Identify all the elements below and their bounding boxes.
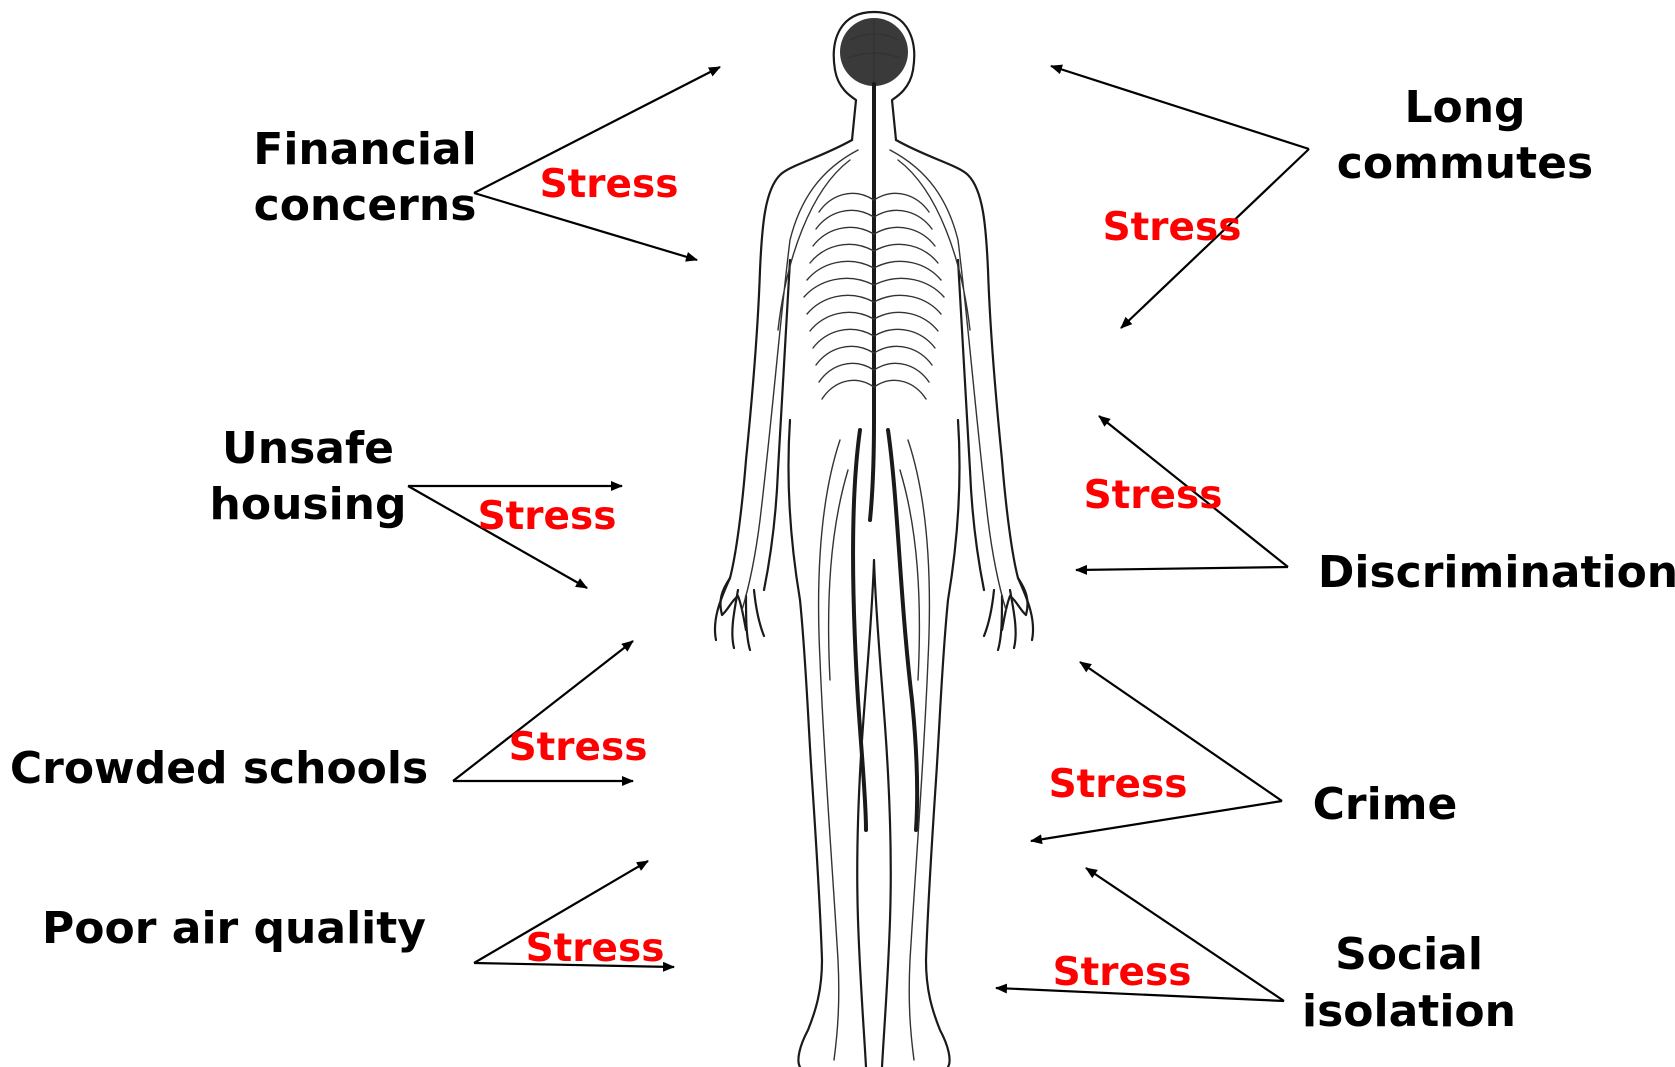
label-isolation-line2: isolation xyxy=(1302,986,1516,1037)
label-financial-line1: Financial xyxy=(253,124,476,175)
rib-nerve xyxy=(874,193,929,212)
human-nervous-system-figure xyxy=(715,12,1033,1067)
label-crowded-schools: Crowded schools xyxy=(10,743,428,794)
rib-nerve xyxy=(819,363,874,382)
rib-nerve xyxy=(810,244,874,263)
label-commutes-line2: commutes xyxy=(1337,138,1593,189)
rib-nerve xyxy=(874,244,938,263)
rib-nerve xyxy=(874,363,929,382)
stress-label-financial: Stress xyxy=(540,162,679,207)
rib-nerve xyxy=(807,295,874,314)
rib-nerve xyxy=(874,227,935,246)
rib-nerve xyxy=(874,346,932,365)
rib-nerve xyxy=(874,312,938,331)
legs-outline xyxy=(788,420,959,1067)
label-housing-line2: housing xyxy=(210,479,407,530)
stress-label-air: Stress xyxy=(526,926,665,971)
rib-nerve xyxy=(807,261,874,280)
rib-nerve xyxy=(874,261,941,280)
rib-nerve xyxy=(816,210,874,229)
label-discrimination: Discrimination xyxy=(1318,547,1675,598)
stress-label-commutes: Stress xyxy=(1103,205,1242,250)
label-isolation-line1: Social xyxy=(1335,929,1483,980)
stress-label-housing: Stress xyxy=(478,494,617,539)
rib-nerve xyxy=(813,227,874,246)
rib-nerve xyxy=(874,295,941,314)
label-financial-line2: concerns xyxy=(254,180,477,231)
stress-labels: Stress Stress Stress Stress Stress Stres… xyxy=(478,162,1242,995)
rib-nerve xyxy=(874,278,944,297)
rib-nerve xyxy=(810,312,874,331)
label-crime: Crime xyxy=(1313,779,1458,830)
stress-factor-labels: Financial concerns Unsafe housing Crowde… xyxy=(10,82,1675,1037)
label-housing-line1: Unsafe xyxy=(222,423,394,474)
label-poor-air-quality: Poor air quality xyxy=(42,903,426,954)
rib-nerve xyxy=(819,193,874,212)
rib-nerve xyxy=(804,278,874,297)
rib-nerve xyxy=(874,380,926,399)
rib-nerve xyxy=(816,346,874,365)
stress-label-discrimination: Stress xyxy=(1084,473,1223,518)
rib-nerve xyxy=(874,210,932,229)
leg-nerves xyxy=(819,440,930,1060)
sciatic-nerves xyxy=(853,430,917,830)
label-commutes-line1: Long xyxy=(1404,82,1525,133)
stress-label-schools: Stress xyxy=(509,725,648,770)
rib-nerve xyxy=(874,329,935,348)
stress-label-isolation: Stress xyxy=(1053,950,1192,995)
arrow-crime-lower xyxy=(1031,801,1282,841)
stress-label-crime: Stress xyxy=(1049,762,1188,807)
arrow-discrimination-lower xyxy=(1076,567,1288,570)
rib-nerve xyxy=(822,380,874,399)
rib-nerve xyxy=(813,329,874,348)
arrow-commutes-upper xyxy=(1051,66,1309,149)
